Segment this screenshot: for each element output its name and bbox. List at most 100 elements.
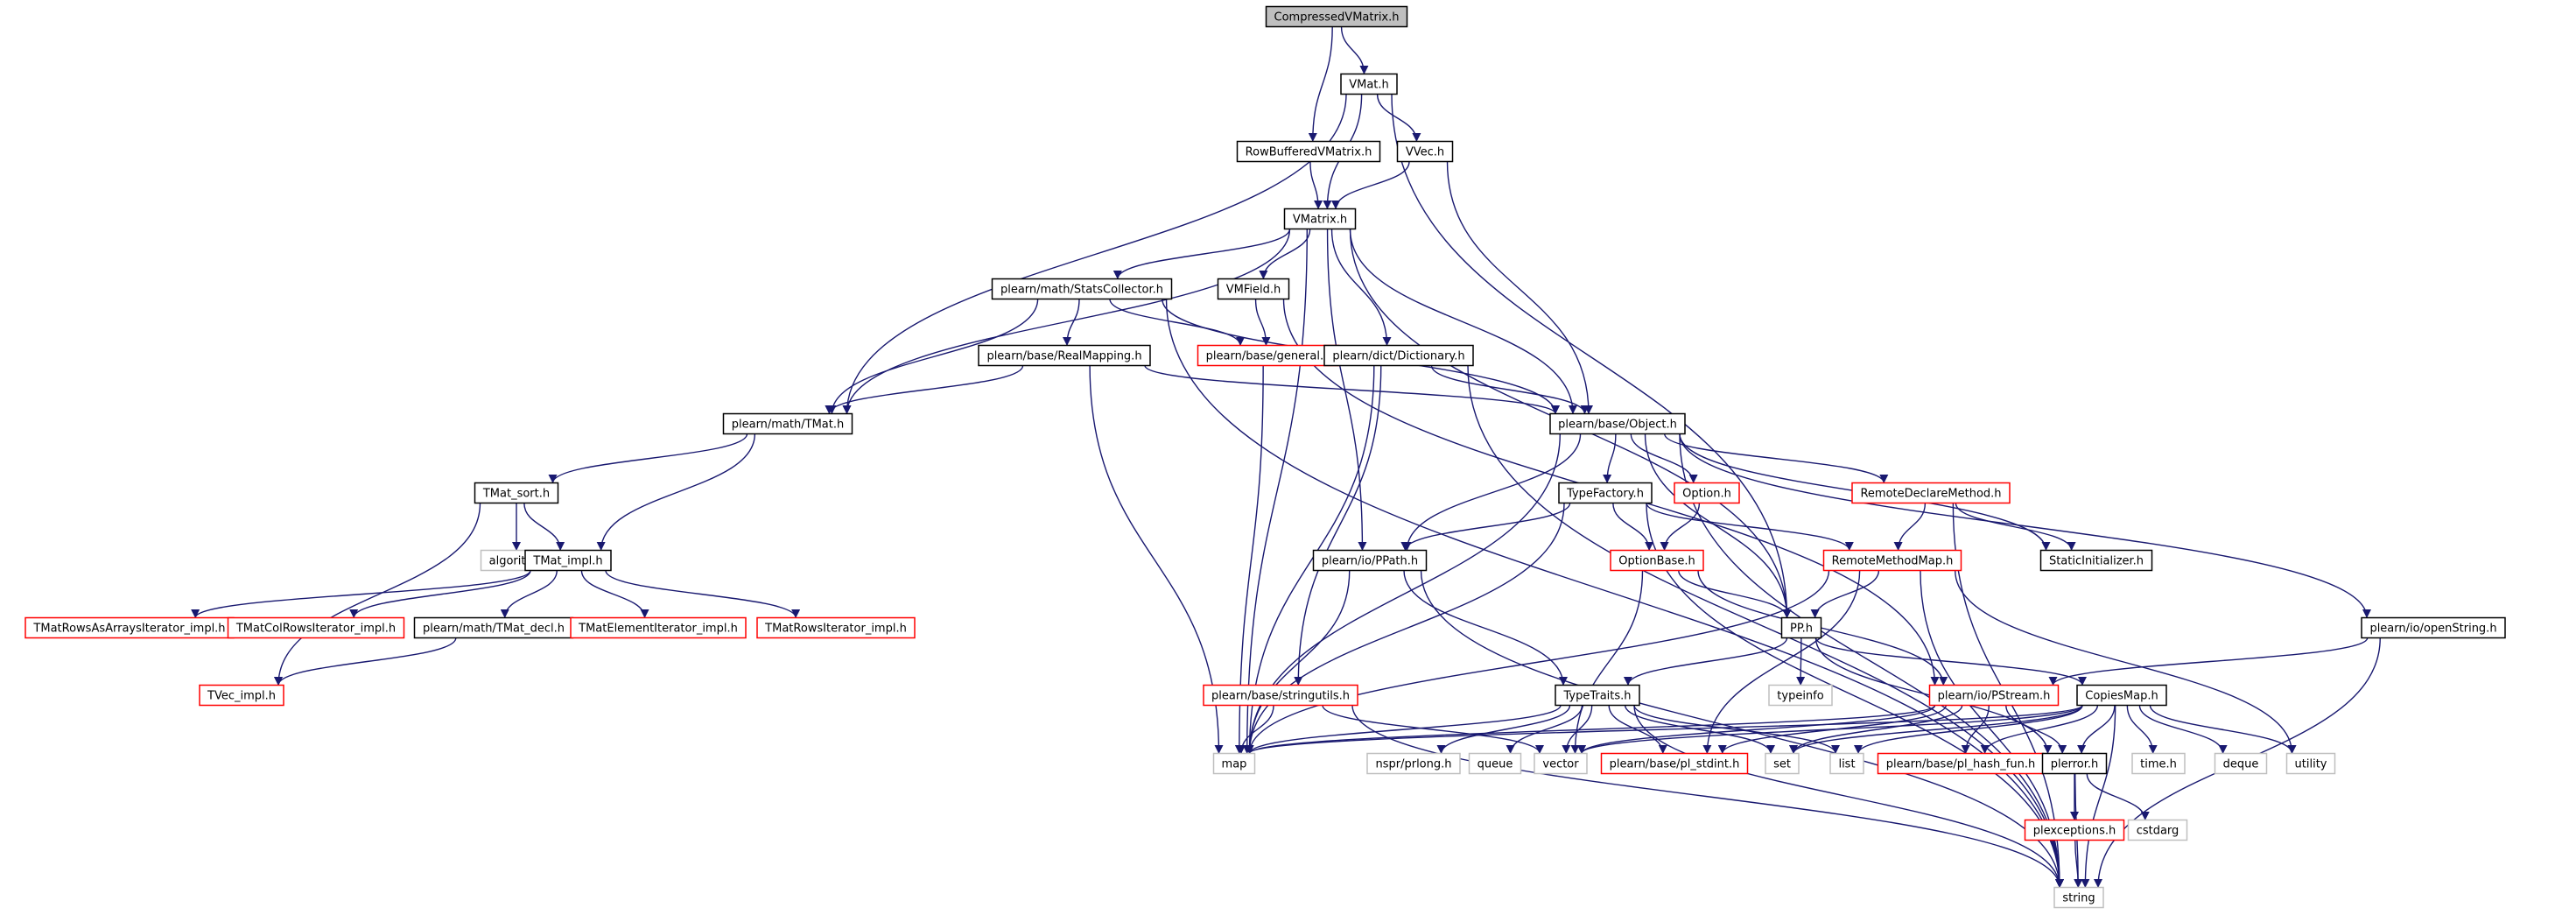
- edge-vmatrix-to-statscol: [1113, 229, 1291, 279]
- edge-statscol-to-realmap: [1063, 299, 1080, 346]
- node-vector[interactable]: vector: [1534, 752, 1588, 775]
- node-plexceptions-box: [2024, 819, 2125, 841]
- node-option-box: [1674, 482, 1740, 504]
- node-plstdint[interactable]: plearn/base/pl_stdint.h: [1600, 752, 1749, 775]
- node-vmat[interactable]: VMat.h: [1340, 73, 1398, 95]
- node-tmatsort[interactable]: TMat_sort.h: [474, 482, 559, 504]
- node-realmap-label: plearn/base/RealMapping.h: [986, 350, 1141, 363]
- node-compressed-label: CompressedVMatrix.h: [1274, 11, 1400, 25]
- node-pstream-label: plearn/io/PStream.h: [1938, 690, 2051, 703]
- edge-plexceptions-to-string: [2074, 840, 2083, 888]
- edge-pp-to-typetraits: [1624, 637, 1788, 686]
- edge-tmatdecl-to-tvecimpl: [274, 637, 457, 686]
- node-vmatrix[interactable]: VMatrix.h: [1283, 208, 1357, 230]
- node-pp[interactable]: PP.h: [1780, 616, 1822, 639]
- edge-object-to-string: [1679, 433, 2064, 888]
- edge-remotemethodmap-to-plstdint: [1702, 570, 1861, 754]
- node-dictionary[interactable]: plearn/dict/Dictionary.h: [1323, 344, 1474, 367]
- node-rowbuf-box: [1236, 140, 1381, 163]
- node-staticinit-box: [2039, 549, 2153, 572]
- edge-pp-to-typeinfo: [1796, 637, 1806, 686]
- node-queue-box: [1468, 752, 1522, 775]
- edge-object-to-ppath: [1402, 433, 1582, 551]
- edge-vmatrix-to-map: [1242, 229, 1308, 754]
- edge-statscol-to-tmat: [827, 299, 1039, 414]
- node-object[interactable]: plearn/base/Object.h: [1549, 412, 1686, 435]
- node-tmat-box: [722, 412, 853, 435]
- node-deque-box: [2214, 752, 2268, 775]
- node-general[interactable]: plearn/base/general.h: [1197, 344, 1340, 367]
- node-typefactory[interactable]: TypeFactory.h: [1558, 482, 1653, 504]
- node-tmatcolrows[interactable]: TMatColRowsIterator_impl.h: [227, 616, 405, 639]
- edge-pstream-to-vector: [1577, 705, 1936, 754]
- edge-statscol-to-string: [1165, 299, 2064, 888]
- node-timeh[interactable]: time.h: [2131, 752, 2186, 775]
- node-plhash[interactable]: plearn/base/pl_hash_fun.h: [1877, 752, 2045, 775]
- node-openstring-box: [2361, 616, 2506, 639]
- node-ppath-box: [1312, 549, 1428, 572]
- node-statscol[interactable]: plearn/math/StatsCollector.h: [991, 278, 1173, 300]
- node-map[interactable]: map: [1212, 752, 1256, 775]
- edge-general-to-map: [1234, 365, 1264, 754]
- node-remotemethodmap-box: [1822, 549, 1962, 572]
- node-tmatimpl[interactable]: TMat_impl.h: [524, 549, 612, 572]
- node-optionbase[interactable]: OptionBase.h: [1610, 549, 1704, 572]
- edge-copiesmap-to-plhash: [1980, 705, 2099, 754]
- node-nsprlong[interactable]: nspr/prlong.h: [1366, 752, 1461, 775]
- node-tmatrowsiter[interactable]: TMatRowsIterator_impl.h: [756, 616, 916, 639]
- node-vmfield-label: VMField.h: [1226, 284, 1281, 297]
- node-list[interactable]: list: [1829, 752, 1864, 775]
- node-string-label: string: [2062, 892, 2095, 905]
- node-remotemethodmap[interactable]: RemoteMethodMap.h: [1822, 549, 1962, 572]
- node-deque[interactable]: deque: [2214, 752, 2268, 775]
- node-plstdint-label: plearn/base/pl_stdint.h: [1610, 758, 1740, 771]
- node-compressed[interactable]: CompressedVMatrix.h: [1265, 5, 1408, 28]
- node-typetraits[interactable]: TypeTraits.h: [1555, 684, 1640, 707]
- node-plexceptions[interactable]: plexceptions.h: [2024, 819, 2125, 841]
- edge-copiesmap-to-map: [1245, 704, 2083, 755]
- node-plerror-box: [2041, 752, 2108, 775]
- node-copiesmap[interactable]: CopiesMap.h: [2076, 684, 2167, 707]
- node-typeinfo[interactable]: typeinfo: [1768, 684, 1833, 707]
- node-tmatrowsarr[interactable]: TMatRowsAsArraysIterator_impl.h: [25, 616, 235, 639]
- node-tvecimpl[interactable]: TVec_impl.h: [199, 684, 284, 707]
- node-utility[interactable]: utility: [2285, 752, 2336, 775]
- edge-typetraits-to-map: [1245, 705, 1562, 754]
- edge-vmat-to-pp: [1391, 94, 1792, 618]
- node-vmfield-box: [1217, 278, 1290, 300]
- node-openstring[interactable]: plearn/io/openString.h: [2361, 616, 2506, 639]
- node-plerror[interactable]: plerror.h: [2041, 752, 2108, 775]
- edge-vvec-to-vmatrix: [1331, 161, 1410, 209]
- edge-remotedecl-to-remotemethodmap: [1893, 503, 1927, 551]
- node-vmfield[interactable]: VMField.h: [1217, 278, 1290, 300]
- node-pstream[interactable]: plearn/io/PStream.h: [1928, 684, 2060, 707]
- node-tmat[interactable]: plearn/math/TMat.h: [722, 412, 853, 435]
- node-cstdarg[interactable]: cstdarg: [2127, 819, 2188, 841]
- edge-pstream-to-set: [1789, 705, 1963, 754]
- node-staticinit[interactable]: StaticInitializer.h: [2039, 549, 2153, 572]
- edge-vmatrix-to-vmfield: [1259, 229, 1311, 279]
- node-realmap[interactable]: plearn/base/RealMapping.h: [978, 344, 1151, 367]
- node-tmatdecl[interactable]: plearn/math/TMat_decl.h: [413, 616, 574, 639]
- node-ppath[interactable]: plearn/io/PPath.h: [1312, 549, 1428, 572]
- node-vvec[interactable]: VVec.h: [1396, 140, 1454, 163]
- node-tmatrowsiter-box: [756, 616, 916, 639]
- edge-vmatrix-to-object: [1349, 229, 1577, 414]
- node-stringutils[interactable]: plearn/base/stringutils.h: [1203, 684, 1358, 707]
- node-typefactory-box: [1558, 482, 1653, 504]
- edge-typetraits-to-nsprlong: [1436, 705, 1571, 754]
- node-rowbuf[interactable]: RowBufferedVMatrix.h: [1236, 140, 1381, 163]
- node-pstream-box: [1928, 684, 2060, 707]
- edge-vmat-to-vvec: [1376, 94, 1421, 142]
- edge-object-to-openstring: [1679, 433, 2371, 618]
- node-plhash-label: plearn/base/pl_hash_fun.h: [1886, 758, 2035, 771]
- edge-pp-to-copiesmap: [1814, 637, 2087, 686]
- node-tmatcolrows-box: [227, 616, 405, 639]
- node-string[interactable]: string: [2053, 886, 2104, 909]
- node-tmatelem[interactable]: TMatElementIterator_impl.h: [570, 616, 747, 639]
- edge-realmap-to-tmat: [825, 365, 1024, 414]
- node-option[interactable]: Option.h: [1674, 482, 1740, 504]
- node-set[interactable]: set: [1765, 752, 1800, 775]
- node-remotedecl[interactable]: RemoteDeclareMethod.h: [1851, 482, 2011, 504]
- node-queue[interactable]: queue: [1468, 752, 1522, 775]
